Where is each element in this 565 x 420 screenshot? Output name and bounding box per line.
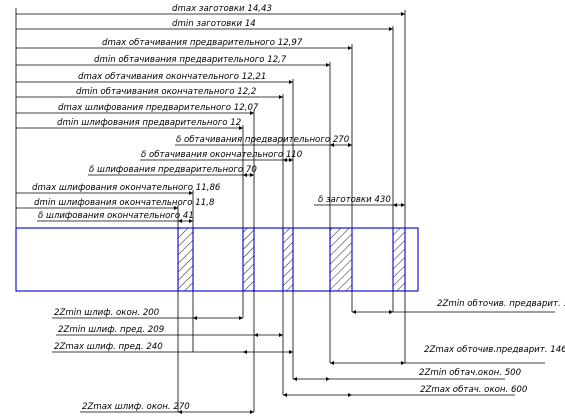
label-2zmax-grind-finish: 2Zmax шлиф. окон. 270 [82, 402, 190, 412]
label-2zmax-grind-rough: 2Zmax шлиф. пред. 240 [54, 342, 163, 352]
bottom-dimension-lines [52, 291, 555, 414]
label-2zmin-grind-rough: 2Zmin шлиф. пред. 209 [58, 325, 164, 335]
label-2zmin-grind-finish: 2Zmin шлиф. окон. 200 [54, 308, 160, 318]
label-delta-turn-rough: δ обтачивания предварительного 270 [176, 135, 350, 145]
label-dmax-turn-finish: dmax обтачивания окончательного 12,21 [78, 72, 266, 82]
top-dimension-labels: dmax заготовки 14,43 dmin заготовки 14 d… [32, 4, 391, 221]
label-2zmin-turn-finish: 2Zmin обтач.окон. 500 [419, 368, 522, 378]
part-outline [15, 227, 419, 292]
label-dmax-blank: dmax заготовки 14,43 [172, 4, 272, 14]
label-delta-turn-finish: δ обтачивания окончательного 110 [141, 150, 303, 160]
tolerance-zone-turn-finish [283, 228, 293, 291]
blank-outline [15, 227, 419, 292]
tolerance-zone-blank [393, 228, 405, 291]
label-delta-blank: δ заготовки 430 [318, 195, 391, 205]
label-delta-grind-finish: δ шлифования окончательного 41 [38, 211, 194, 221]
label-2zmax-turn-finish: 2Zmax обтач. окон. 600 [420, 385, 528, 395]
label-dmin-grind-rough: dmin шлифования предварительного 12 [57, 118, 241, 128]
tolerance-zone-turn-rough [330, 228, 352, 291]
label-dmin-turn-rough: dmin обтачивания предварительного 12,7 [94, 55, 287, 65]
label-dmax-grind-finish: dmax шлифования окончательного 11,86 [32, 183, 221, 193]
label-2zmin-turn-rough: 2Zmin обточив. предварит. 1300 [437, 299, 565, 309]
label-delta-grind-rough: δ шлифования предварительного 70 [89, 165, 257, 175]
label-dmin-turn-finish: dmin обтачивания окончательного 12,2 [76, 87, 256, 97]
bottom-dimension-labels: 2Zmin шлиф. окон. 200 2Zmin шлиф. пред. … [54, 299, 565, 412]
tolerance-zone-grind-rough [243, 228, 254, 291]
tolerance-zone-grind-finish [178, 228, 193, 291]
label-2zmax-turn-rough: 2Zmax обточив.предварит. 1460 [424, 345, 565, 355]
label-dmax-turn-rough: dmax обтачивания предварительного 12,97 [102, 38, 303, 48]
label-dmin-blank: dmin заготовки 14 [172, 19, 256, 29]
top-dimension-lines [16, 10, 406, 228]
label-dmax-grind-rough: dmax шлифования предварительного 12,07 [58, 103, 259, 113]
label-dmin-grind-finish: dmin шлифования окончательного 11,8 [34, 198, 215, 208]
